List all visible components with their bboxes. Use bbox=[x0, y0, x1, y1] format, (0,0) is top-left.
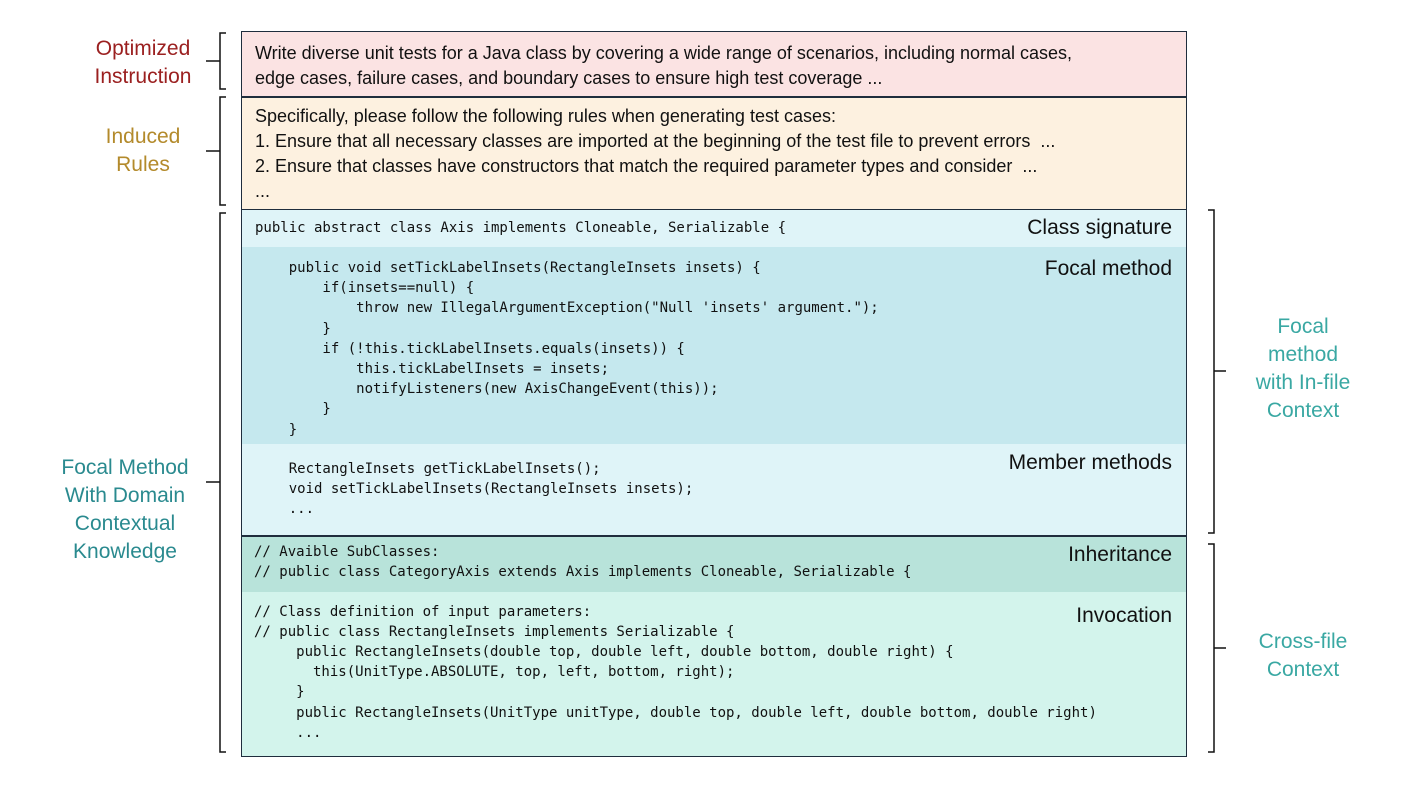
domain-knowledge-label-line-2: With Domain bbox=[64, 484, 186, 507]
focal-method-section: public void setTickLabelInsets(Rectangle… bbox=[242, 247, 1186, 444]
focal-method-code: public void setTickLabelInsets(Rectangle… bbox=[288, 260, 879, 438]
domain-knowledge-label-line-4: Knowledge bbox=[73, 540, 177, 563]
bracket-infile bbox=[1208, 209, 1226, 534]
optimized-instruction-label-line-2: Instruction bbox=[94, 65, 192, 88]
infile-context-label-line-4: Context bbox=[1266, 399, 1340, 422]
rules-line-3: 2. Ensure that classes have constructors… bbox=[255, 155, 1038, 176]
rules-line-2: 1. Ensure that all necessary classes are… bbox=[255, 130, 1056, 151]
infile-context-label-line-2: method bbox=[1267, 343, 1339, 366]
class-signature-section: public abstract class Axis implements Cl… bbox=[242, 210, 1186, 247]
rules-line-4: ... bbox=[255, 180, 271, 201]
divider bbox=[242, 96, 1186, 98]
inheritance-tag: Inheritance bbox=[1068, 542, 1172, 566]
instruction-line-2: edge cases, failure cases, and boundary … bbox=[255, 68, 883, 88]
instruction-line-1: Write diverse unit tests for a Java clas… bbox=[255, 43, 1073, 63]
instruction-section: Write diverse unit tests for a Java clas… bbox=[242, 32, 1186, 96]
inheritance-section: // Avaible SubClasses: // public class C… bbox=[242, 536, 1186, 592]
class-signature-code: public abstract class Axis implements Cl… bbox=[255, 220, 787, 236]
crossfile-context-label-line-1: Cross-file bbox=[1258, 630, 1348, 653]
divider bbox=[242, 208, 1186, 210]
optimized-instruction-label-line-1: Optimized bbox=[95, 37, 191, 60]
invocation-tag: Invocation bbox=[1076, 603, 1172, 627]
infile-context-label-line-3: with In-file bbox=[1255, 371, 1351, 394]
rules-line-1: Specifically, please follow the followin… bbox=[255, 105, 836, 126]
focal-method-tag: Focal method bbox=[1044, 257, 1172, 280]
induced-rules-label-line-1: Induced bbox=[105, 125, 181, 148]
bracket-rules bbox=[206, 96, 226, 206]
inheritance-code: // Avaible SubClasses: // public class C… bbox=[254, 543, 912, 580]
bracket-domain bbox=[206, 212, 226, 753]
bracket-crossfile bbox=[1208, 543, 1226, 753]
member-methods-code: RectangleInsets getTickLabelInsets(); vo… bbox=[288, 461, 694, 518]
infile-context-label-line-1: Focal bbox=[1277, 315, 1329, 338]
member-methods-section: RectangleInsets getTickLabelInsets(); vo… bbox=[242, 444, 1186, 535]
domain-knowledge-label-line-1: Focal Method bbox=[61, 456, 189, 479]
bracket-instruction bbox=[206, 32, 226, 90]
induced-rules-label-line-2: Rules bbox=[116, 153, 170, 176]
prompt-frame: Write diverse unit tests for a Java clas… bbox=[241, 31, 1187, 757]
divider bbox=[242, 535, 1186, 537]
member-methods-tag: Member methods bbox=[1008, 451, 1172, 474]
invocation-section: // Class definition of input parameters:… bbox=[242, 591, 1186, 756]
invocation-code: // Class definition of input parameters:… bbox=[254, 603, 1097, 741]
domain-knowledge-label-line-3: Contextual bbox=[74, 512, 176, 535]
crossfile-context-label-line-2: Context bbox=[1266, 658, 1340, 681]
rules-section: Specifically, please follow the followin… bbox=[242, 97, 1186, 209]
class-signature-tag: Class signature bbox=[1027, 216, 1172, 239]
